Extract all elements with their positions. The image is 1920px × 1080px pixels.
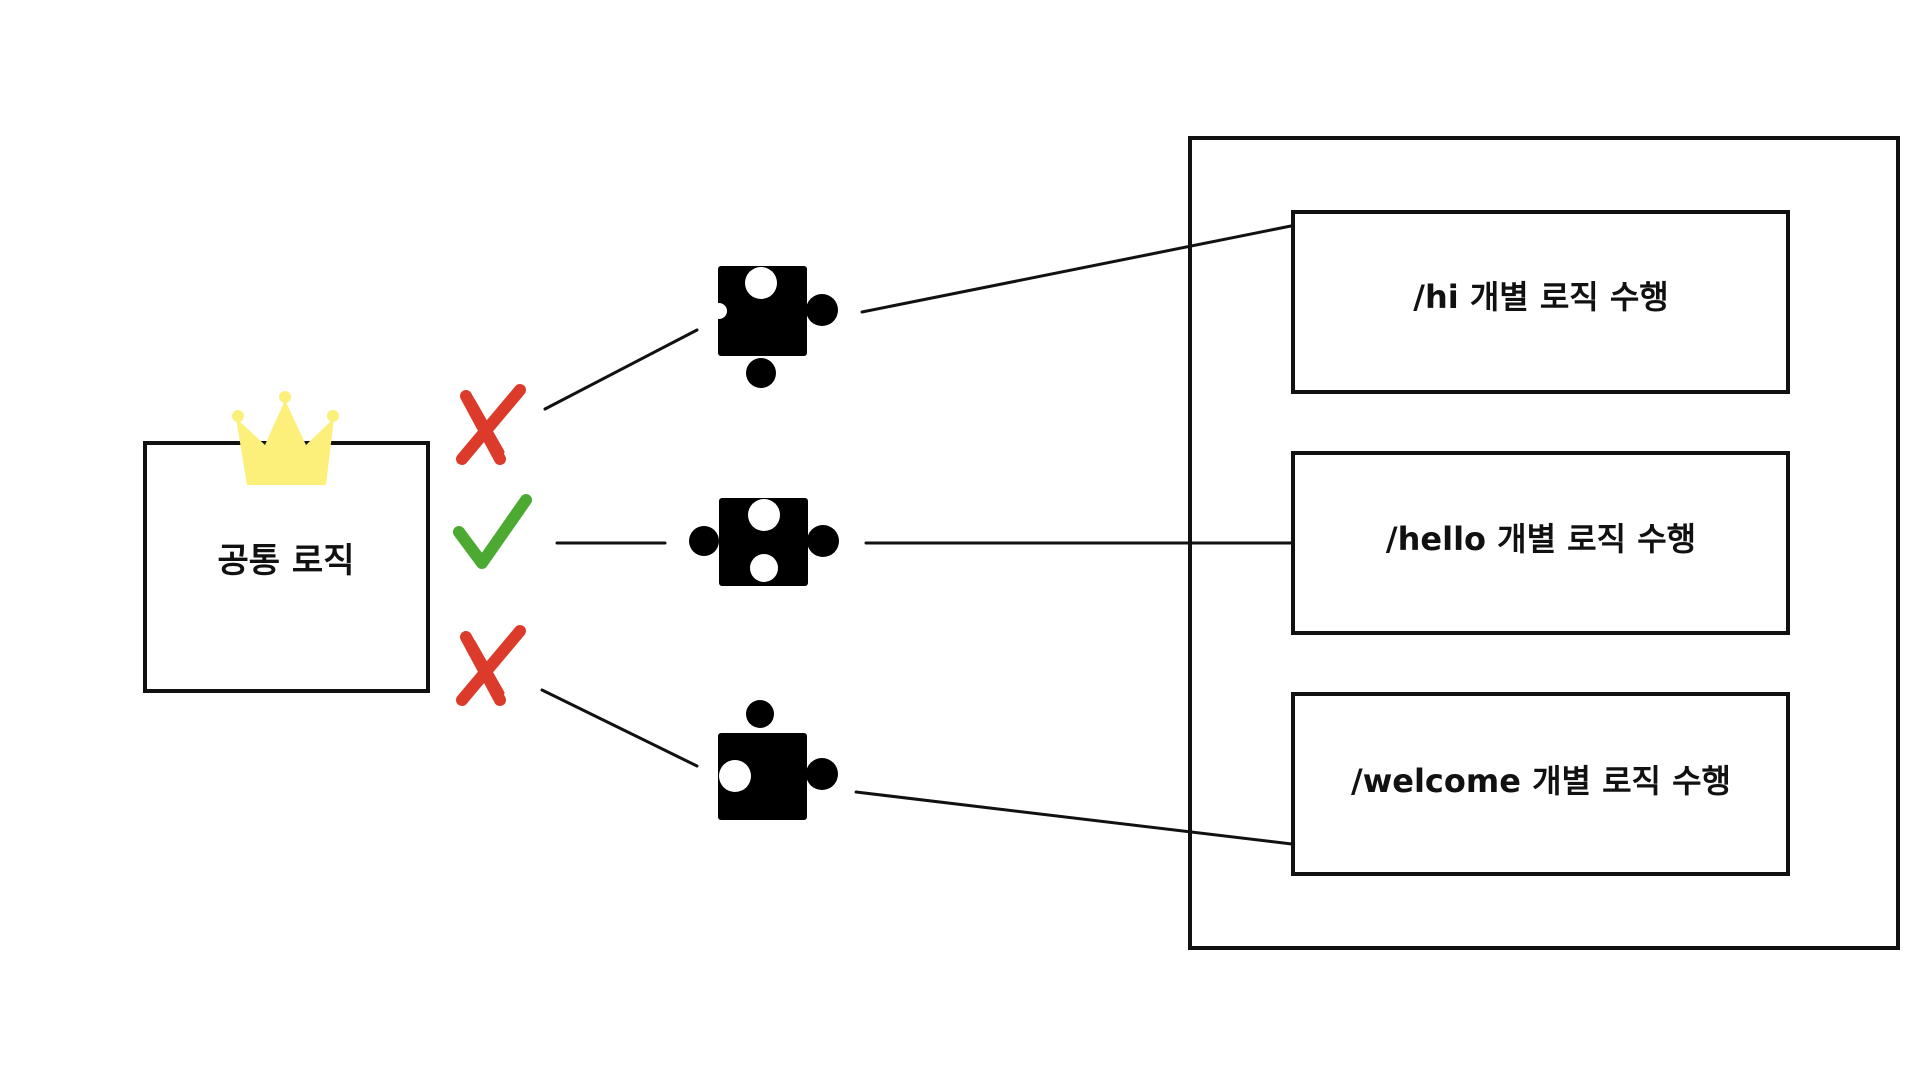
logic-box-label: /hi 개별 로직 수행 [1413, 278, 1669, 316]
connector-bottom-right [854, 790, 1302, 847]
filter-indicator-3 [456, 625, 526, 706]
check-icon [453, 494, 532, 569]
connector-bottom-left [540, 688, 699, 768]
logic-box-frame [1291, 210, 1790, 394]
filter-indicator-2 [453, 494, 532, 569]
logic-box-frame [1291, 451, 1790, 635]
logic-box-frame [1291, 692, 1790, 876]
connectors [540, 223, 1302, 847]
connector-top-right [860, 223, 1298, 314]
puzzle-piece-icon [718, 700, 838, 820]
puzzle-piece-icon [689, 498, 839, 586]
logic-box-hello: /hello 개별 로직 수행 [1291, 451, 1790, 635]
logic-box-hi: /hi 개별 로직 수행 [1291, 210, 1790, 394]
cross-icon [456, 625, 526, 706]
crown-icon [232, 391, 339, 485]
logic-box-label: /welcome 개별 로직 수행 [1351, 762, 1731, 800]
logic-container [1188, 136, 1900, 950]
filter-indicator-1 [456, 384, 526, 465]
logic-box-welcome: /welcome 개별 로직 수행 [1291, 692, 1790, 876]
logic-box-label: /hello 개별 로직 수행 [1386, 520, 1696, 558]
puzzle-piece-icon [711, 266, 838, 388]
common-logic-label: 공통 로직 [218, 541, 355, 581]
connector-top-left [543, 328, 699, 411]
cross-icon [456, 384, 526, 465]
